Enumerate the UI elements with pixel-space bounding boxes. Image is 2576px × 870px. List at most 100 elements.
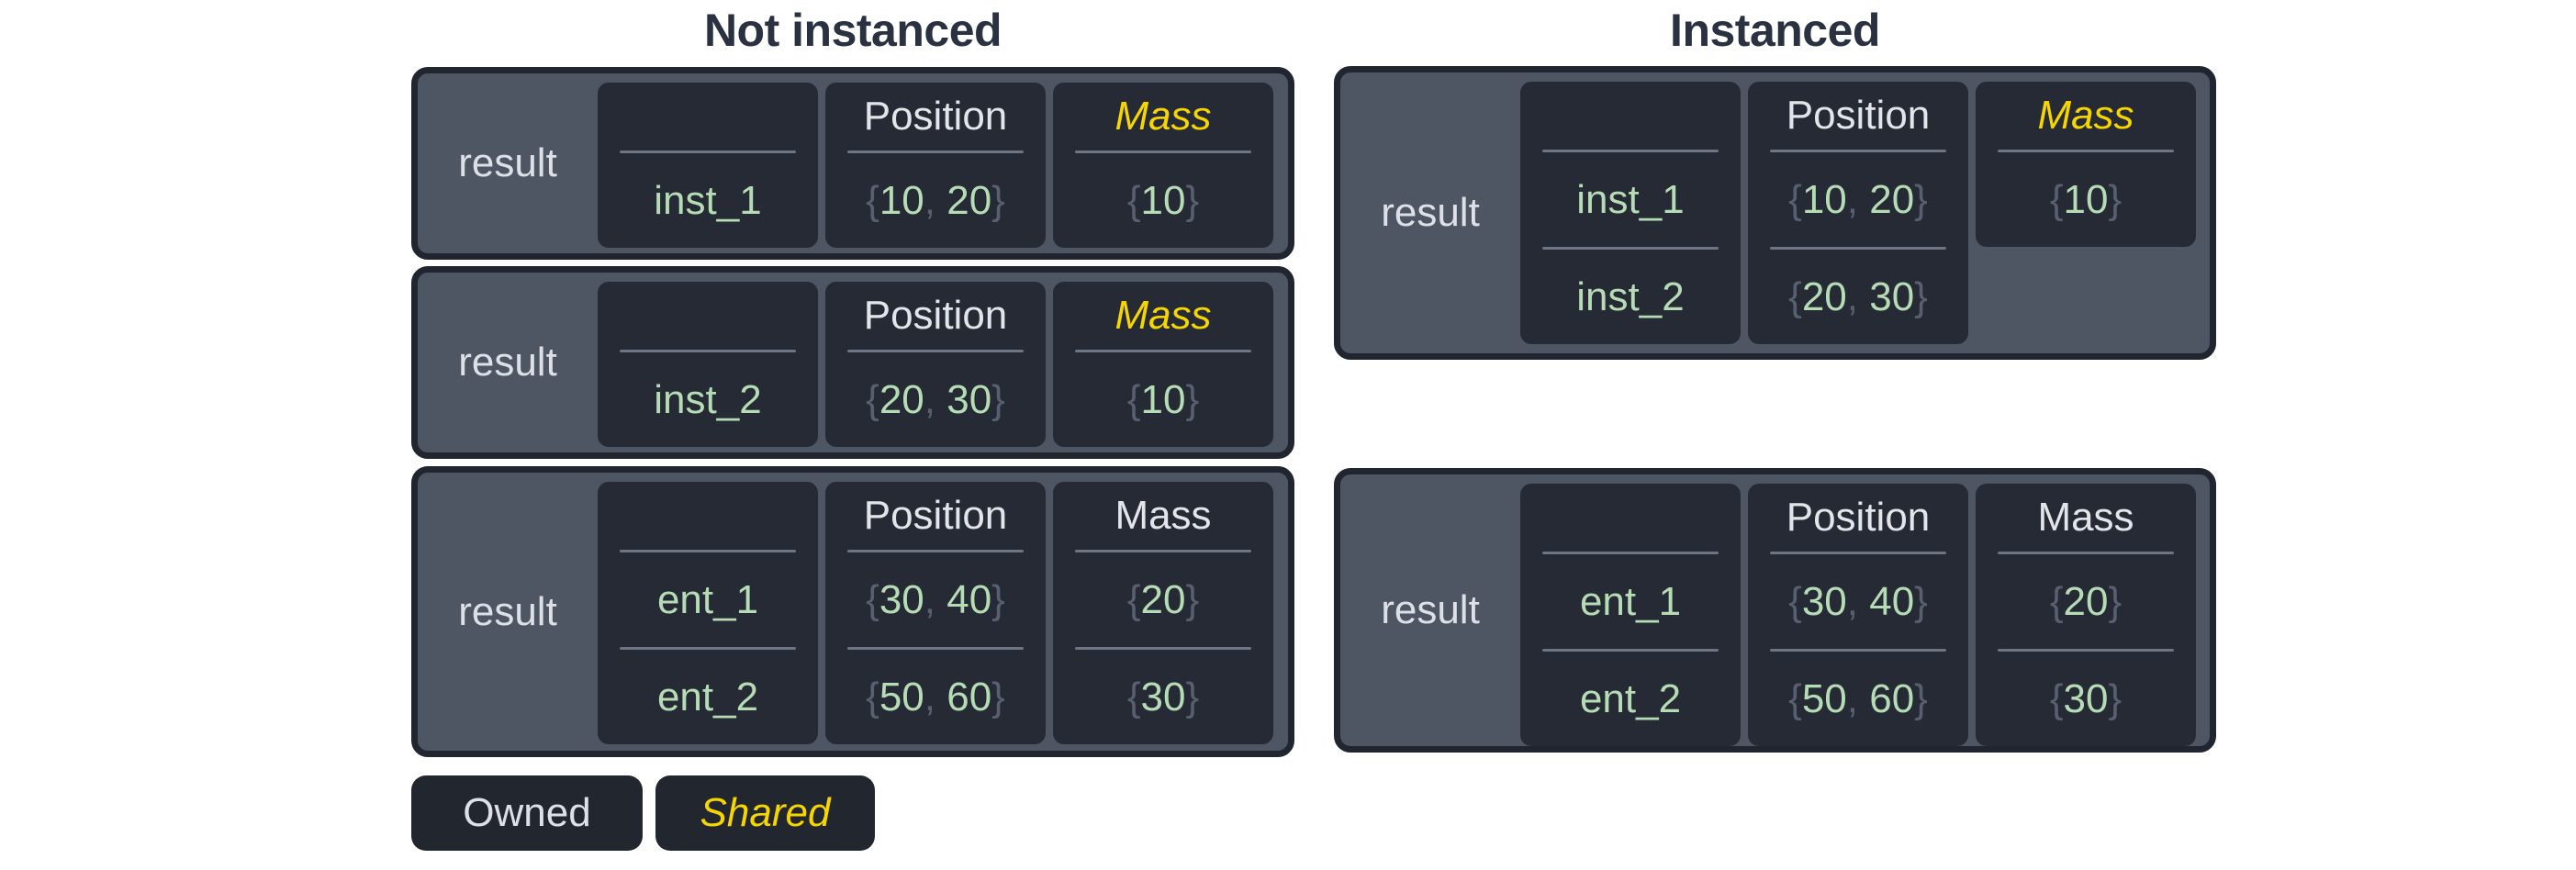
brace-open: { (1126, 177, 1141, 223)
entity-name: ent_1 (1579, 578, 1682, 624)
divider (620, 151, 796, 153)
position-header: Position (1786, 495, 1931, 540)
divider (1998, 649, 2174, 652)
divider (620, 350, 796, 352)
entity-row: ent_1 (1520, 554, 1741, 649)
value-cell: {30} (1976, 652, 2196, 746)
divider (1075, 647, 1251, 650)
separator: , (1846, 176, 1870, 222)
entity-name: inst_2 (1576, 273, 1685, 319)
brace-close: } (1914, 273, 1928, 319)
column-header-empty (598, 282, 818, 350)
result-label: result (458, 588, 557, 634)
value: 30 (2063, 675, 2109, 721)
divider (1770, 552, 1946, 554)
divider (1770, 649, 1946, 652)
divider (1542, 649, 1719, 652)
brace-open: { (866, 177, 879, 223)
brace-close: } (2108, 176, 2122, 222)
brace-open: { (866, 376, 879, 422)
value-cell: {10, 20} (825, 153, 1046, 248)
mass-column: Mass {10} (1053, 282, 1273, 447)
result-table-instanced-1: result inst_1 inst_2 Position {10, 20} {… (1334, 66, 2216, 360)
value: 10 (1140, 376, 1186, 422)
value-cell: {50, 60} (825, 650, 1046, 744)
divider (1542, 552, 1719, 554)
value: 20 (1140, 576, 1186, 622)
entity-column: ent_1 ent_2 (598, 482, 818, 744)
not-instanced-title: Not instanced (703, 5, 1002, 56)
brace-close: } (1914, 578, 1928, 624)
divider (1998, 150, 2174, 152)
brace-close: } (1185, 674, 1200, 719)
value: 30 (879, 576, 924, 622)
brace-close: } (991, 576, 1005, 622)
entity-row: inst_2 (598, 352, 818, 447)
brace-open: { (1126, 674, 1141, 719)
position-column: Position {30, 40} {50, 60} (1748, 484, 1968, 746)
brace-open: { (1788, 578, 1802, 624)
value: 10 (1801, 176, 1847, 222)
value-cell: {30} (1053, 650, 1273, 744)
value-cell: {30, 40} (825, 552, 1046, 647)
result-label: result (1381, 587, 1480, 632)
divider (847, 550, 1024, 552)
position-header: Position (863, 94, 1008, 139)
value-cell: {10} (1053, 153, 1273, 248)
result-table-instanced-2: result ent_1 ent_2 Position {30, 40} {50… (1334, 468, 2216, 753)
value: 50 (879, 674, 924, 719)
component-cells: inst_2 Position {20, 30} Mass {10} (598, 273, 1273, 452)
value-cell: {30, 40} (1748, 554, 1968, 649)
separator: , (1846, 273, 1870, 319)
position-column: Position {20, 30} (825, 282, 1046, 447)
value: 60 (1869, 675, 1915, 721)
position-header: Position (1786, 93, 1931, 138)
brace-close: } (1914, 675, 1928, 721)
brace-close: } (1914, 176, 1928, 222)
value: 30 (1140, 674, 1186, 719)
entity-row: inst_1 (598, 153, 818, 248)
entity-row: ent_2 (598, 650, 818, 744)
value-cell: {10, 20} (1748, 152, 1968, 247)
value: 30 (1869, 273, 1915, 319)
entity-row: inst_1 (1520, 152, 1741, 247)
brace-open: { (1126, 376, 1141, 422)
entity-name: ent_1 (656, 576, 759, 622)
brace-close: } (991, 376, 1005, 422)
brace-open: { (1788, 675, 1802, 721)
value: 10 (2063, 176, 2109, 222)
entity-column: inst_1 inst_2 (1520, 82, 1741, 344)
brace-close: } (1185, 376, 1200, 422)
mass-column: Mass {10} (1053, 83, 1273, 248)
brace-open: { (2049, 176, 2064, 222)
divider (1075, 350, 1251, 352)
brace-open: { (866, 576, 879, 622)
legend-owned: Owned (411, 775, 643, 851)
entity-row: ent_1 (598, 552, 818, 647)
column-header-empty (1520, 82, 1741, 150)
divider (1770, 247, 1946, 250)
component-cells: ent_1 ent_2 Position {30, 40} {50, 60} M… (1520, 474, 2196, 746)
component-cells: inst_1 Position {10, 20} Mass {10} (598, 73, 1273, 253)
position-header: Position (863, 493, 1008, 538)
divider (1075, 151, 1251, 153)
value-cell: {20} (1053, 552, 1273, 647)
value-cell: {20, 30} (825, 352, 1046, 447)
entity-name: ent_2 (656, 674, 759, 719)
mass-header: Mass (2037, 495, 2134, 540)
divider (1075, 550, 1251, 552)
value-cell: {20, 30} (1748, 250, 1968, 344)
value: 30 (1801, 578, 1847, 624)
mass-column-shared-single: Mass {10} (1976, 82, 2196, 247)
entity-column: inst_2 (598, 282, 818, 447)
brace-open: { (1788, 273, 1802, 319)
position-column: Position {30, 40} {50, 60} (825, 482, 1046, 744)
legend-shared: Shared (655, 775, 875, 851)
mass-header-shared: Mass (1114, 94, 1212, 139)
divider (847, 647, 1024, 650)
brace-close: } (1185, 576, 1200, 622)
divider (620, 550, 796, 552)
result-table-not-instanced-2: result inst_2 Position {20, 30} Mass {10… (411, 266, 1294, 459)
mass-column: Mass {20} {30} (1053, 482, 1273, 744)
separator: , (924, 177, 947, 223)
